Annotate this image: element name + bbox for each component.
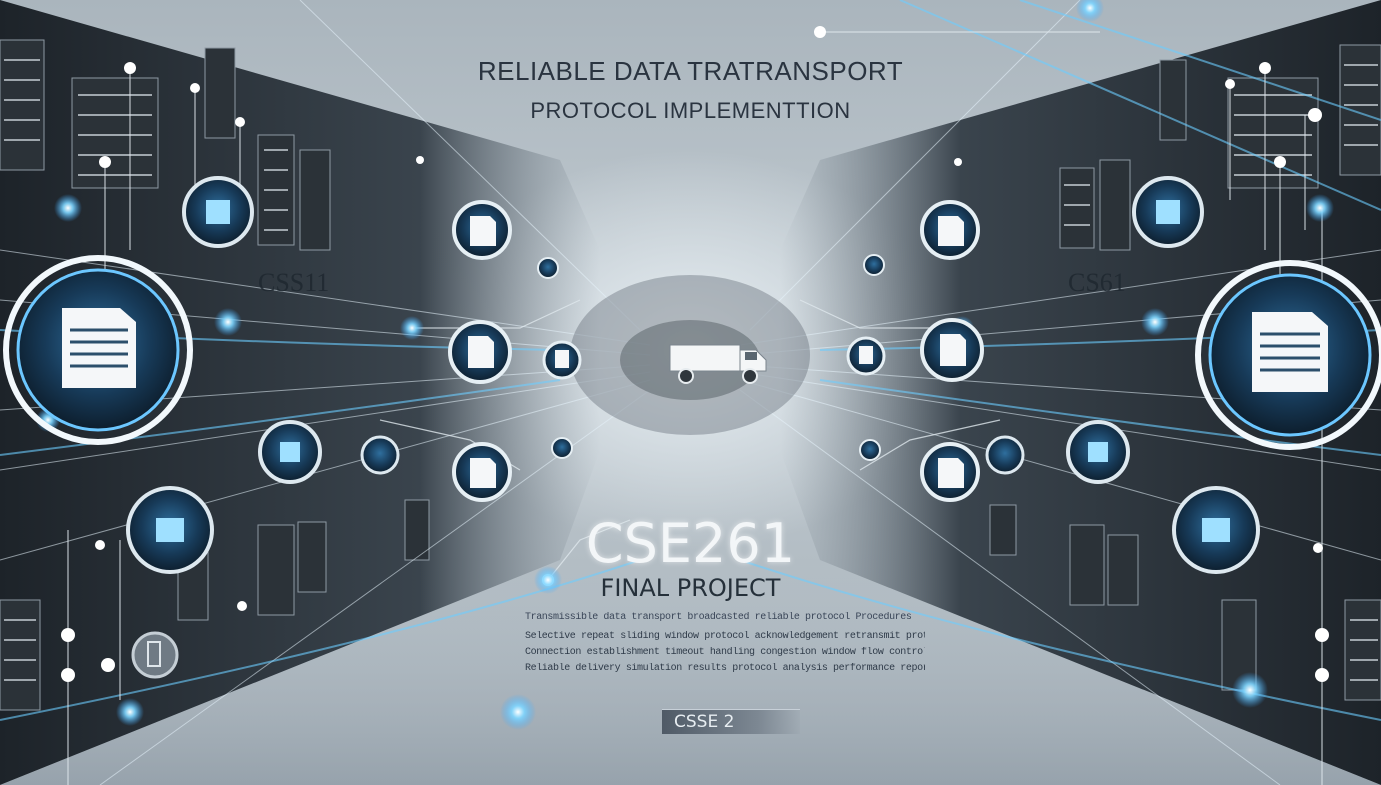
document-icon [468, 336, 494, 368]
document-icon [1252, 312, 1328, 392]
document-icon [470, 458, 496, 488]
node-right-2 [1172, 486, 1260, 574]
left-side-label: CSS11 [258, 268, 330, 297]
document-icon [156, 518, 184, 542]
node-left-2 [126, 486, 214, 574]
document-icon [938, 216, 964, 246]
circuit-dots [61, 26, 1329, 682]
document-icon [859, 346, 873, 364]
right-server-wall [780, 0, 1381, 785]
corridor-floor [0, 560, 1381, 785]
node-right-4 [985, 435, 1025, 475]
document-icon [1202, 518, 1230, 542]
document-icon [1156, 200, 1180, 224]
node-left-8 [542, 340, 582, 380]
right-side-label: CS61 [1068, 268, 1126, 297]
left-rack-slots [4, 59, 288, 681]
node-left-4 [360, 435, 400, 475]
node-right-8 [846, 336, 886, 376]
document-icon [940, 334, 966, 366]
node-left-1 [182, 176, 254, 248]
node-left-large [3, 255, 193, 445]
description-line: Selective repeat sliding window protocol… [525, 631, 925, 642]
node-right-7 [920, 442, 980, 502]
description-line: Reliable delivery simulation results pro… [525, 663, 925, 674]
title-line-2: PROTOCOL IMPLEMENTTION [530, 98, 851, 123]
course-subtitle: FINAL PROJECT [600, 574, 781, 602]
description-line: Transmissible data transport broadcasted… [525, 612, 912, 623]
node-right-6 [920, 318, 984, 382]
left-server-wall [0, 0, 600, 785]
course-badge: CSSE 2 [662, 709, 800, 734]
document-icon [206, 200, 230, 224]
node-right-9 [859, 254, 885, 461]
node-left-9 [537, 257, 573, 459]
node-left-5 [452, 200, 512, 260]
truck-icon [669, 344, 767, 384]
description-line: Connection establishment timeout handlin… [525, 647, 925, 658]
node-left-3 [258, 420, 322, 484]
course-code: CSE261 [585, 512, 796, 575]
node-right-3 [1066, 420, 1130, 484]
document-icon [938, 458, 964, 488]
document-icon [555, 350, 569, 368]
document-icon [280, 442, 300, 462]
node-right-large [1195, 260, 1381, 450]
document-icon [470, 216, 496, 246]
title-line-1: RELIABLE DATA TRATRANSPORT [477, 56, 904, 86]
right-rack-panels [989, 44, 1381, 701]
document-icon [62, 308, 136, 388]
node-right-5 [920, 200, 980, 260]
document-icon [1088, 442, 1108, 462]
node-right-1 [1132, 176, 1204, 248]
course-badge-text: CSSE 2 [674, 712, 735, 732]
disc-emblem [131, 631, 179, 679]
node-left-6 [448, 320, 512, 384]
node-left-7 [452, 442, 512, 502]
